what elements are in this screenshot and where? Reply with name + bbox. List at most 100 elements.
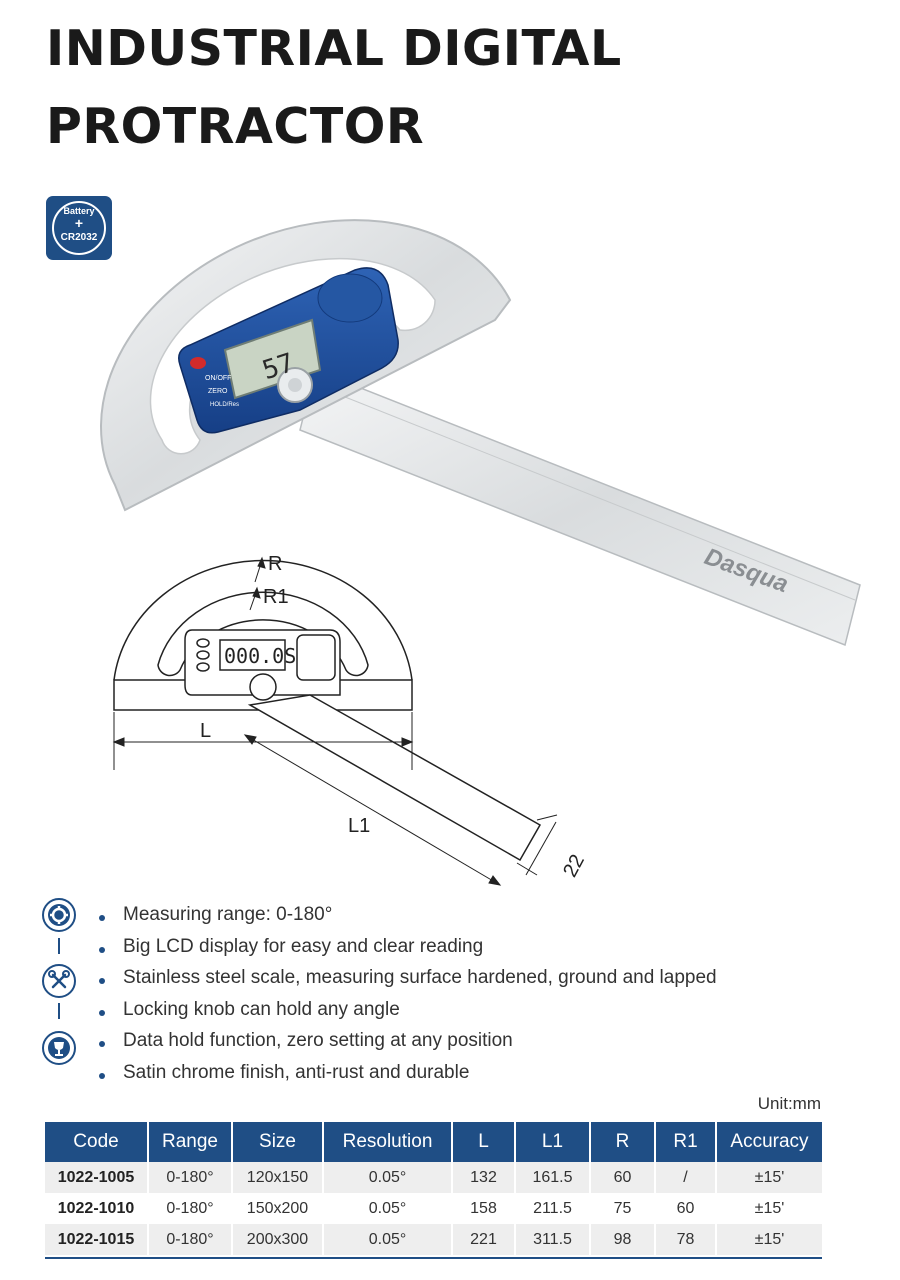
table-row: 1022-1010 0-180° 150x200 0.05° 158 211.5… [45,1193,822,1224]
drawing-lcd-text: 000.0S [224,644,296,668]
header-resolution: Resolution [323,1122,453,1162]
cell-R: 98 [590,1224,656,1255]
feature-icon-column [40,895,80,1085]
list-item: Stainless steel scale, measuring surface… [95,964,717,996]
drawing-button-3 [196,662,210,672]
title-line-1: INDUSTRIAL DIGITAL [46,20,622,77]
battery-badge-ring [52,201,106,255]
tools-icon [42,964,76,998]
feature-text: Satin chrome finish, anti-rust and durab… [123,1061,470,1083]
product-photo: ON/OFF ZERO HOLD/Res 57 Dasqua [100,219,861,647]
cell-range: 0-180° [148,1162,233,1193]
drawing-readout [184,629,341,696]
list-item: Satin chrome finish, anti-rust and durab… [95,1059,717,1091]
page-title: INDUSTRIAL DIGITAL PROTRACTOR [46,10,746,166]
cell-code: 1022-1010 [45,1193,149,1224]
label-L1: L1 [348,815,370,837]
dimension-drawing: 000.0S R R1 L L1 22 [112,553,589,886]
table-row: 1022-1005 0-180° 120x150 0.05° 132 161.5… [45,1162,822,1193]
cell-accuracy: ±15' [716,1162,822,1193]
cell-L: 221 [452,1224,516,1255]
cell-R: 60 [590,1162,656,1193]
R-arrow [257,556,266,569]
label-R: R [268,553,282,575]
cell-accuracy: ±15' [716,1193,822,1224]
label-L: L [200,720,211,742]
feature-text: Stainless steel scale, measuring surface… [123,967,717,988]
header-size: Size [232,1122,324,1162]
cell-code: 1022-1015 [45,1224,149,1255]
feature-text: Measuring range: 0-180° [123,904,333,925]
cell-size: 200x300 [232,1224,324,1255]
header-accuracy: Accuracy [716,1122,822,1162]
trophy-icon [42,1031,76,1065]
gear-icon [42,898,76,932]
header-range: Range [148,1122,233,1162]
cell-size: 150x200 [232,1193,324,1224]
connector-line [58,938,60,954]
bullet-icon [99,1072,105,1079]
L1-arrow-end [488,875,502,886]
drawing-arm [247,694,542,862]
battery-plus-icon: + [74,215,84,231]
bullet-icon [99,1009,105,1016]
battery-badge: Battery + CR2032 [46,196,112,260]
bullet-icon [99,1041,105,1047]
bullet-icon [99,978,105,984]
bullet-icon [99,915,105,921]
drawing-button-1 [196,638,210,648]
drawing-button-2 [196,650,210,660]
label-width: 22 [559,851,589,881]
list-item: Big LCD display for easy and clear readi… [95,933,717,965]
bullet-icon [99,946,105,953]
drawing-inner-slot [157,591,369,677]
cell-R1: / [655,1162,717,1193]
width-dimension-line [525,821,557,876]
features-section: Measuring range: 0-180° Big LCD display … [40,895,860,1085]
header-L1: L1 [515,1122,591,1162]
zero-button-label: ZERO [208,388,228,395]
cell-R1: 78 [655,1224,717,1255]
width-extension-top [536,814,558,821]
cell-R: 75 [590,1193,656,1224]
header-R: R [590,1122,656,1162]
feature-text: Data hold function, zero setting at any … [123,1030,513,1051]
drawing-battery-cover [296,634,336,681]
cell-R1: 60 [655,1193,717,1224]
cell-code: 1022-1005 [45,1162,149,1193]
title-line-2: PROTRACTOR [46,98,425,155]
hold-button-label: HOLD/Res [210,402,239,408]
feature-list: Measuring range: 0-180° Big LCD display … [95,901,717,1090]
L-arrow-right [401,737,414,747]
L1-dimension-line [244,734,501,886]
drawing-lcd [219,639,286,671]
unit-label: Unit:mm [757,1094,821,1113]
cell-range: 0-180° [148,1224,233,1255]
digital-readout-body: ON/OFF ZERO HOLD/Res 57 [178,267,399,434]
cell-accuracy: ±15' [716,1224,822,1255]
table-header-row: Code Range Size Resolution L L1 R R1 Acc… [45,1122,822,1162]
spec-table: Code Range Size Resolution L L1 R R1 Acc… [45,1122,822,1255]
battery-badge-label: Battery [63,206,95,216]
connector-line [58,1003,60,1019]
R1-arrow [252,586,261,599]
list-item: Data hold function, zero setting at any … [95,1027,717,1059]
header-code: Code [45,1122,149,1162]
table-row: 1022-1015 0-180° 200x300 0.05° 221 311.5… [45,1224,822,1255]
cell-L: 158 [452,1193,516,1224]
header-L: L [452,1122,516,1162]
table-bottom-rule [45,1257,822,1259]
list-item: Locking knob can hold any angle [95,996,717,1028]
cell-resolution: 0.05° [323,1162,453,1193]
cell-L: 132 [452,1162,516,1193]
onoff-button-label: ON/OFF [205,375,231,382]
cell-range: 0-180° [148,1193,233,1224]
cell-resolution: 0.05° [323,1224,453,1255]
L1-arrow-start [243,734,257,745]
label-R1: R1 [263,586,289,608]
L-arrow-left [112,737,125,747]
feature-text: Big LCD display for easy and clear readi… [123,935,484,957]
width-extension-bottom [516,862,538,876]
drawing-knob [249,673,277,701]
list-item: Measuring range: 0-180° [95,901,717,933]
